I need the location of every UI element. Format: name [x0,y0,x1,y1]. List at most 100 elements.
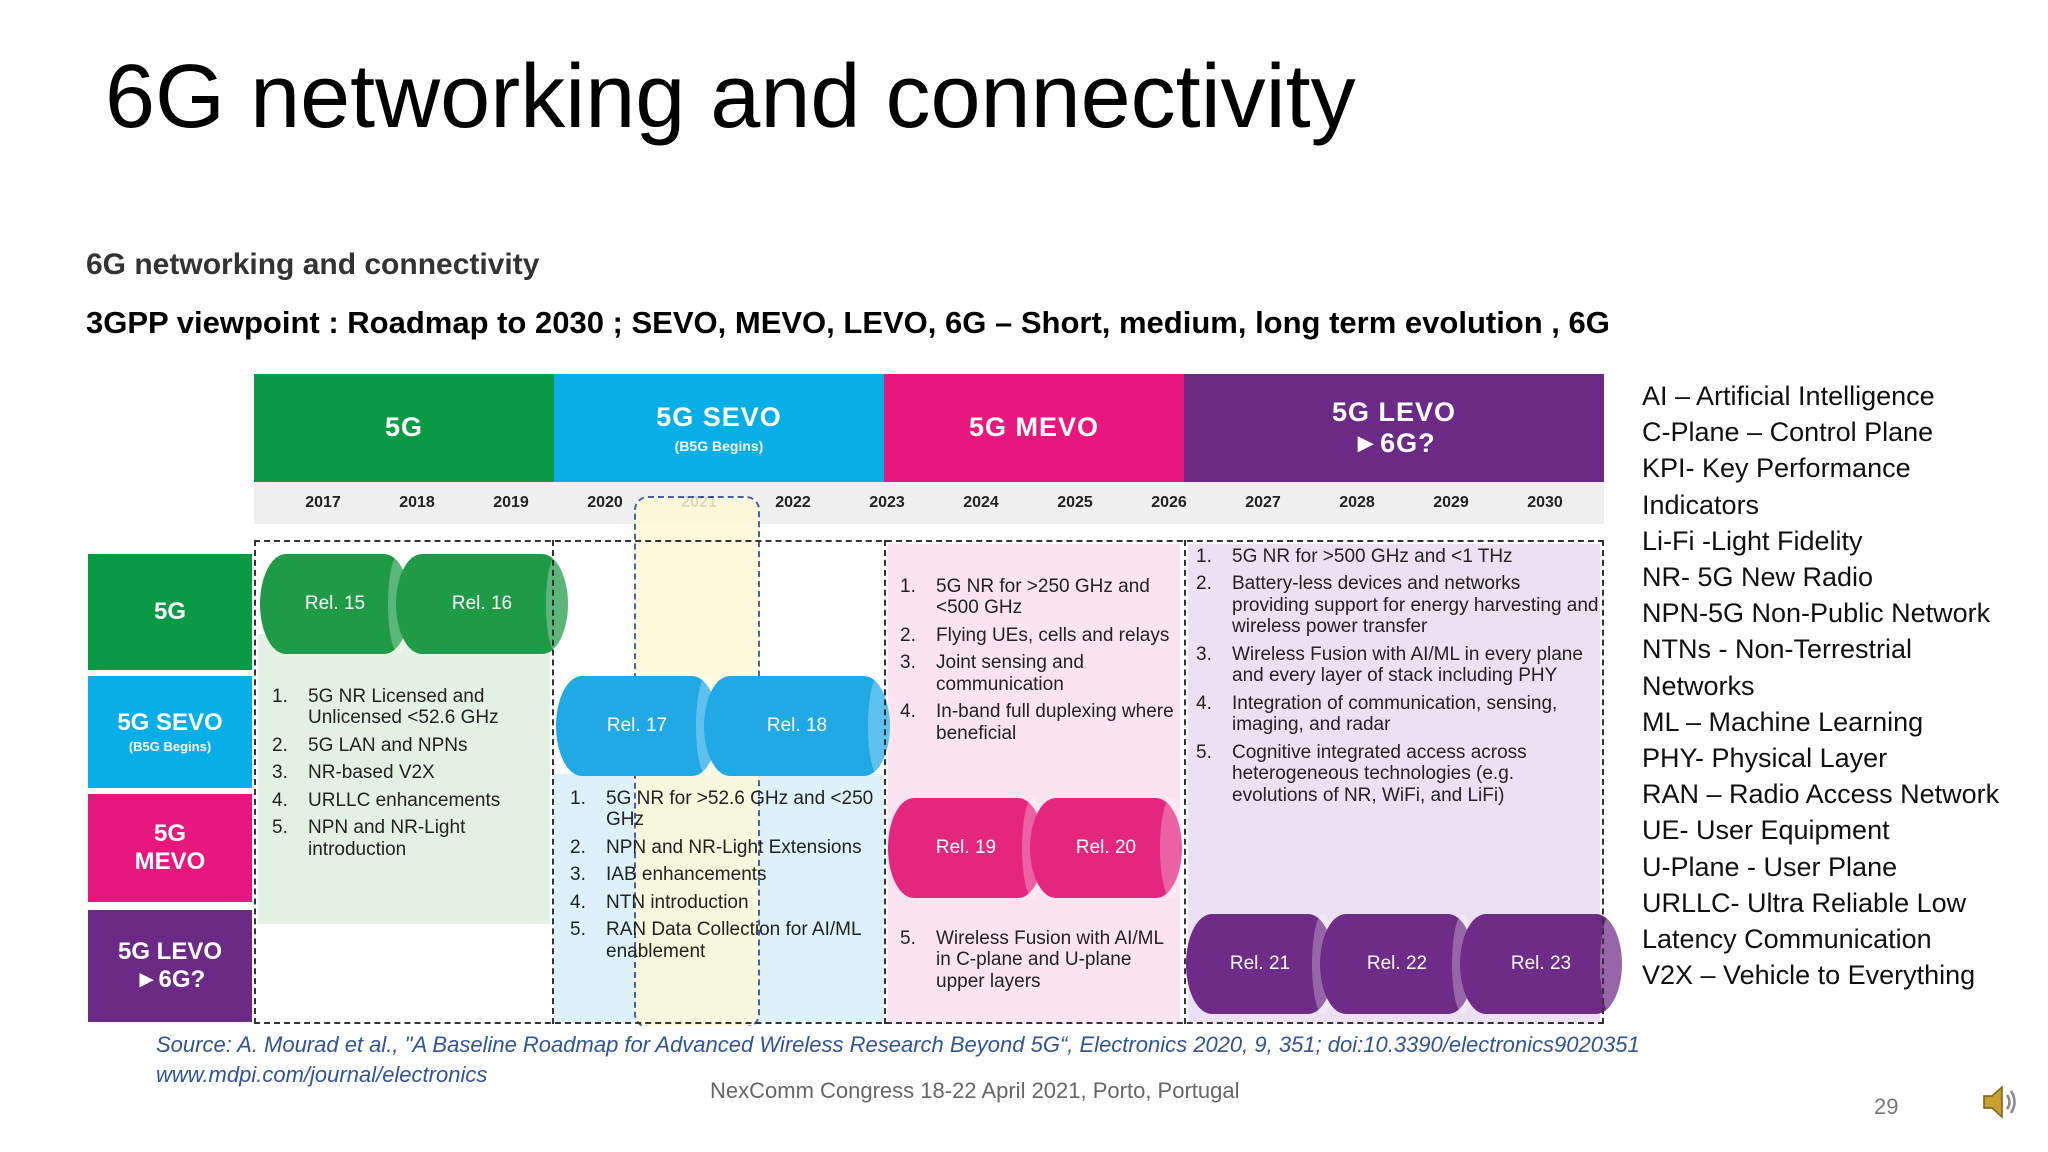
item-text: Integration of communication, sensing, i… [1232,692,1558,736]
item-text: Wireless Fusion with AI/ML in C-plane an… [936,928,1164,992]
row-mevo-label: 5G [153,820,186,848]
list-item: 2. Battery-less devices and networks prov… [1192,573,1600,637]
header-5g-sevo: 5G SEVO (B5G Begins) [554,374,884,482]
releases-mevo: Rel. 19 Rel. 20 [888,798,1182,898]
item-text: Battery-less devices and networks provid… [1232,573,1599,638]
item-text: RAN Data Collection for AI/ML enablement [606,919,861,962]
year-label: 2024 [963,494,999,511]
row-levo-label2: ►6G? [134,966,206,993]
row-label-levo: 5G LEVO ►6G? [88,910,252,1022]
list-item: 1.5G NR for >500 GHz and <1 THz [1192,546,1600,567]
source-link[interactable]: www.mdpi.com/journal/electronics [156,1062,488,1087]
list-item: 5.RAN Data Collection for AI/ML enableme… [566,919,884,962]
release-pill: Rel. 23 [1460,914,1622,1014]
header-levo-label: 5G LEVO [1331,396,1457,427]
header-5g-mevo: 5G MEVO [884,374,1184,482]
list-item: 3.IAB enhancements [566,864,884,885]
list-levo: 1.5G NR for >500 GHz and <1 THz 2. Batter… [1192,546,1600,812]
panel-5g [258,634,550,924]
year-label: 2027 [1245,494,1281,511]
header-mevo-label: 5G MEVO [968,412,1100,443]
release-pill: Rel. 16 [396,554,568,654]
list-5g: 1. 5G NR Licensed and Unlicensed <52.6 GH… [268,686,548,866]
header-5g-levo: 5G LEVO ►6G? [1184,374,1604,482]
item-text: Joint sensing and communication [936,652,1084,695]
releases-sevo: Rel. 17 Rel. 18 [556,676,890,776]
release-pill: Rel. 17 [556,676,718,776]
list-item: 4.URLLC enhancements [268,790,548,811]
item-number: 5. [1196,741,1212,763]
dashed-line [884,540,886,1024]
item-number: 1. [570,788,586,809]
list-item: 1.5G NR for >250 GHz and <500 GHz [896,576,1180,619]
item-text: Flying UEs, cells and relays [936,624,1170,646]
list-item: 5.NPN and NR-Light introduction [268,817,548,860]
item-number: 2. [272,734,288,756]
item-text: IAB enhancements [606,864,767,886]
releases-5g: Rel. 15 Rel. 16 [260,554,568,654]
release-pill: Rel. 19 [888,798,1044,898]
glossary-item: ML – Machine Learning [1642,706,1924,737]
panel-mevo [888,544,1180,1024]
item-text: NTN introduction [606,891,749,913]
item-number: 2. [1196,573,1212,595]
row-mevo-label2: MEVO [134,848,206,875]
glossary-item: U-Plane - User Plane [1642,851,1898,882]
dashed-line [254,540,256,1024]
item-text: 5G LAN and NPNs [308,734,468,756]
footer-text: NexComm Congress 18-22 April 2021, Porto… [710,1078,1240,1103]
list-item: 4.Integration of communication, sensing,… [1192,693,1600,736]
glossary-item: NR- 5G New Radio [1642,562,1874,593]
year-label: 2030 [1527,494,1563,511]
year-label: 2029 [1433,494,1469,511]
glossary-item: C-Plane – Control Plane [1642,417,1934,448]
list-item: 4.NTN introduction [566,892,884,913]
item-number: 5. [900,928,916,949]
row-5g-label: 5G [153,598,186,626]
list-item: 3.Wireless Fusion with AI/ML in every pl… [1192,644,1600,687]
glossary-item: URLLC- Ultra Reliable Low [1642,887,1967,918]
item-text: Cognitive integrated access across heter… [1232,741,1527,806]
header-5g-label: 5G [384,412,424,443]
year-label: 2026 [1151,494,1187,511]
glossary-item: NPN-5G Non-Public Network [1642,598,1991,629]
header-5g: 5G [254,374,554,482]
year-label: 2022 [775,494,811,511]
item-number: 2. [570,836,586,858]
item-number: 1. [272,686,288,707]
row-label-mevo: 5G MEVO [88,794,252,902]
dashed-line [1602,540,1604,1024]
dashed-line [254,1022,1604,1024]
item-number: 2. [900,624,916,646]
list-item: 5. Cognitive integrated access across het… [1192,742,1600,806]
item-text: 5G NR for >52.6 GHz and <250 GHz [606,788,874,831]
list-item: 4.In-band full duplexing where beneficia… [896,701,1180,744]
release-pill: Rel. 20 [1030,798,1182,898]
slide-title: 6G networking and connectivity [105,47,1356,147]
release-pill: Rel. 22 [1320,914,1474,1014]
year-label: 2020 [587,494,623,511]
item-text: 5G NR Licensed and Unlicensed <52.6 GHz [308,686,499,729]
list-mevo-top: 1.5G NR for >250 GHz and <500 GHz 2. Flyi… [896,576,1180,750]
page-number: 29 [1874,1094,1899,1119]
item-number: 4. [272,789,288,811]
glossary-item: Li-Fi -Light Fidelity [1642,525,1863,556]
year-label: 2023 [869,494,905,511]
row-sevo-label: 5G SEVO [117,709,223,737]
item-number: 3. [1196,643,1212,665]
item-number: 1. [1196,546,1212,567]
dashed-line [254,540,1604,542]
year-label: 2018 [399,494,435,511]
speaker-icon[interactable] [1978,1080,2022,1124]
item-number: 3. [900,652,916,674]
header-sevo-label: 5G SEVO [656,402,782,433]
item-number: 1. [900,576,916,597]
header-levo-label2: ►6G? [1352,428,1436,458]
list-item: 2. Flying UEs, cells and relays [896,625,1180,646]
item-text: NPN and NR-Light introduction [308,817,466,860]
glossary-list: AI – Artificial Intelligence C-Plane – C… [1642,378,1999,993]
item-number: 3. [272,762,288,784]
glossary-item: Indicators [1642,489,1760,520]
releases-levo: Rel. 21 Rel. 22 Rel. 23 [1186,914,1622,1014]
release-pill: Rel. 18 [704,676,890,776]
